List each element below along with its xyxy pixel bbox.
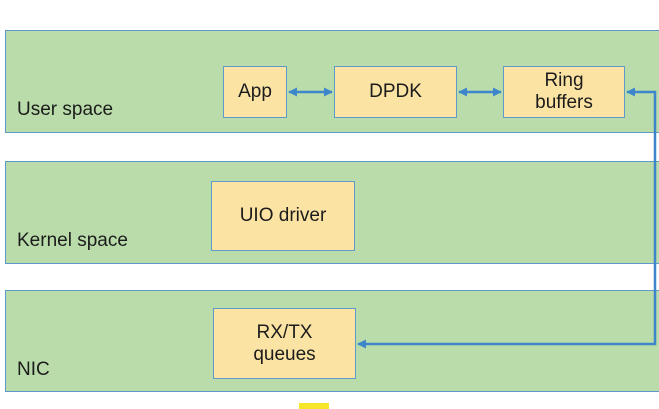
user-space-label: User space bbox=[17, 99, 114, 120]
ring-buffers-box: Ring buffers bbox=[503, 66, 625, 118]
nic-label: NIC bbox=[17, 359, 50, 380]
uio-driver-box: UIO driver bbox=[211, 181, 355, 251]
dpdk-box: DPDK bbox=[334, 66, 457, 118]
rx-tx-queues-box: RX/TX queues bbox=[213, 308, 356, 379]
app-box: App bbox=[223, 66, 287, 118]
kernel-space-label: Kernel space bbox=[17, 230, 128, 251]
highlight-mark bbox=[299, 403, 329, 409]
